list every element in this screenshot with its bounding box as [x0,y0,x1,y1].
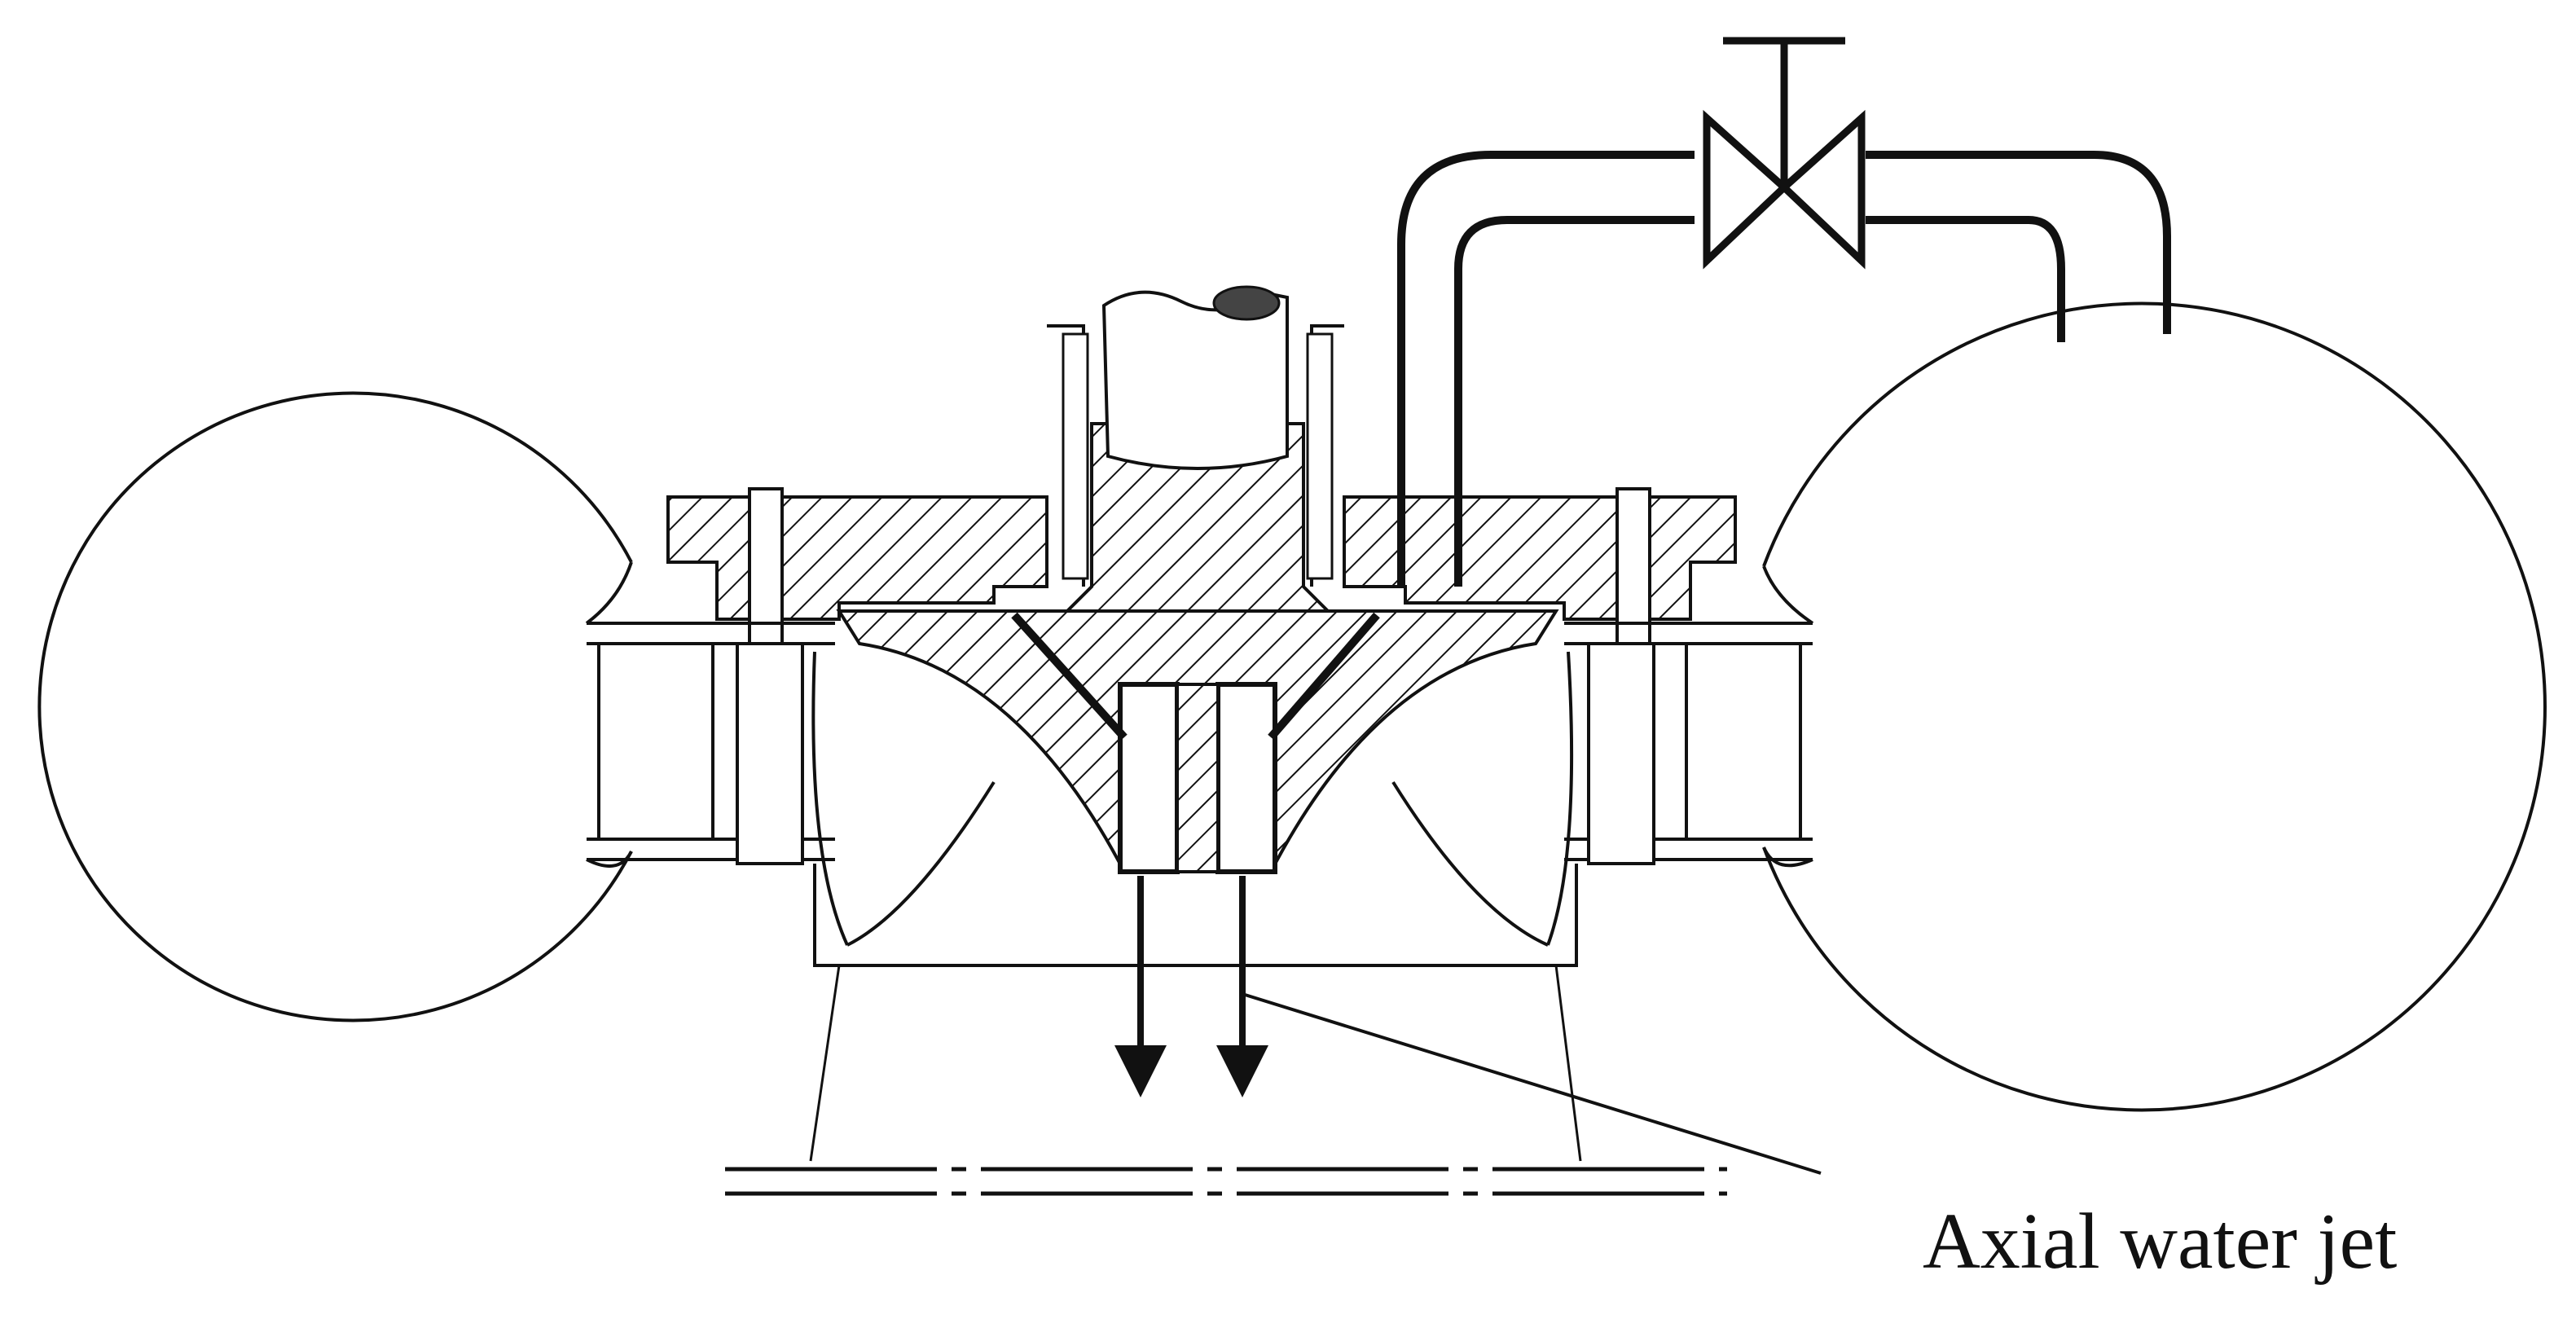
stay-ring-left-flare [585,561,633,868]
stay-ring-right [1564,622,1813,861]
guide-vane-right [1587,642,1655,865]
callout-leader [1242,992,1822,1175]
stay-ring-left [587,622,835,861]
runner-blade-right [1546,651,1574,946]
water-passage-left [1011,612,1128,741]
guide-vane-left [736,642,804,865]
jet-core [1176,683,1220,873]
shaft-sleeve-left [1062,332,1089,580]
bypass-pipe-right-outer [1866,151,2171,334]
bypass-pipe-right-inner [1866,216,2065,342]
jet-tube-right [1215,682,1277,874]
bypass-pipe-outer [1397,151,1695,587]
water-passage-right [1268,612,1380,741]
stay-ring-right-flare [1762,565,1814,868]
bypass-pipe-inner [1454,216,1695,587]
runner-blade-left [811,651,849,946]
valve-body [1703,109,1866,270]
axial-water-jet-label: Axial water jet [1923,1198,2398,1286]
runner-blade-right-inner [1391,781,1549,947]
guide-vane-pin-right [1615,487,1651,645]
guide-vane-pin-left [748,487,784,645]
draft-tube-walls [809,965,1582,1162]
left-spiral-casing [37,391,633,1022]
right-spiral-casing [1762,301,2547,1112]
runner-blade-left-inner [846,781,996,947]
shaft-sleeve-right [1306,332,1334,580]
discharge-ring [813,864,1578,967]
shaft-break-mark [1212,285,1281,321]
head-cover-left [666,495,1048,621]
jet-tube-left [1118,682,1180,874]
